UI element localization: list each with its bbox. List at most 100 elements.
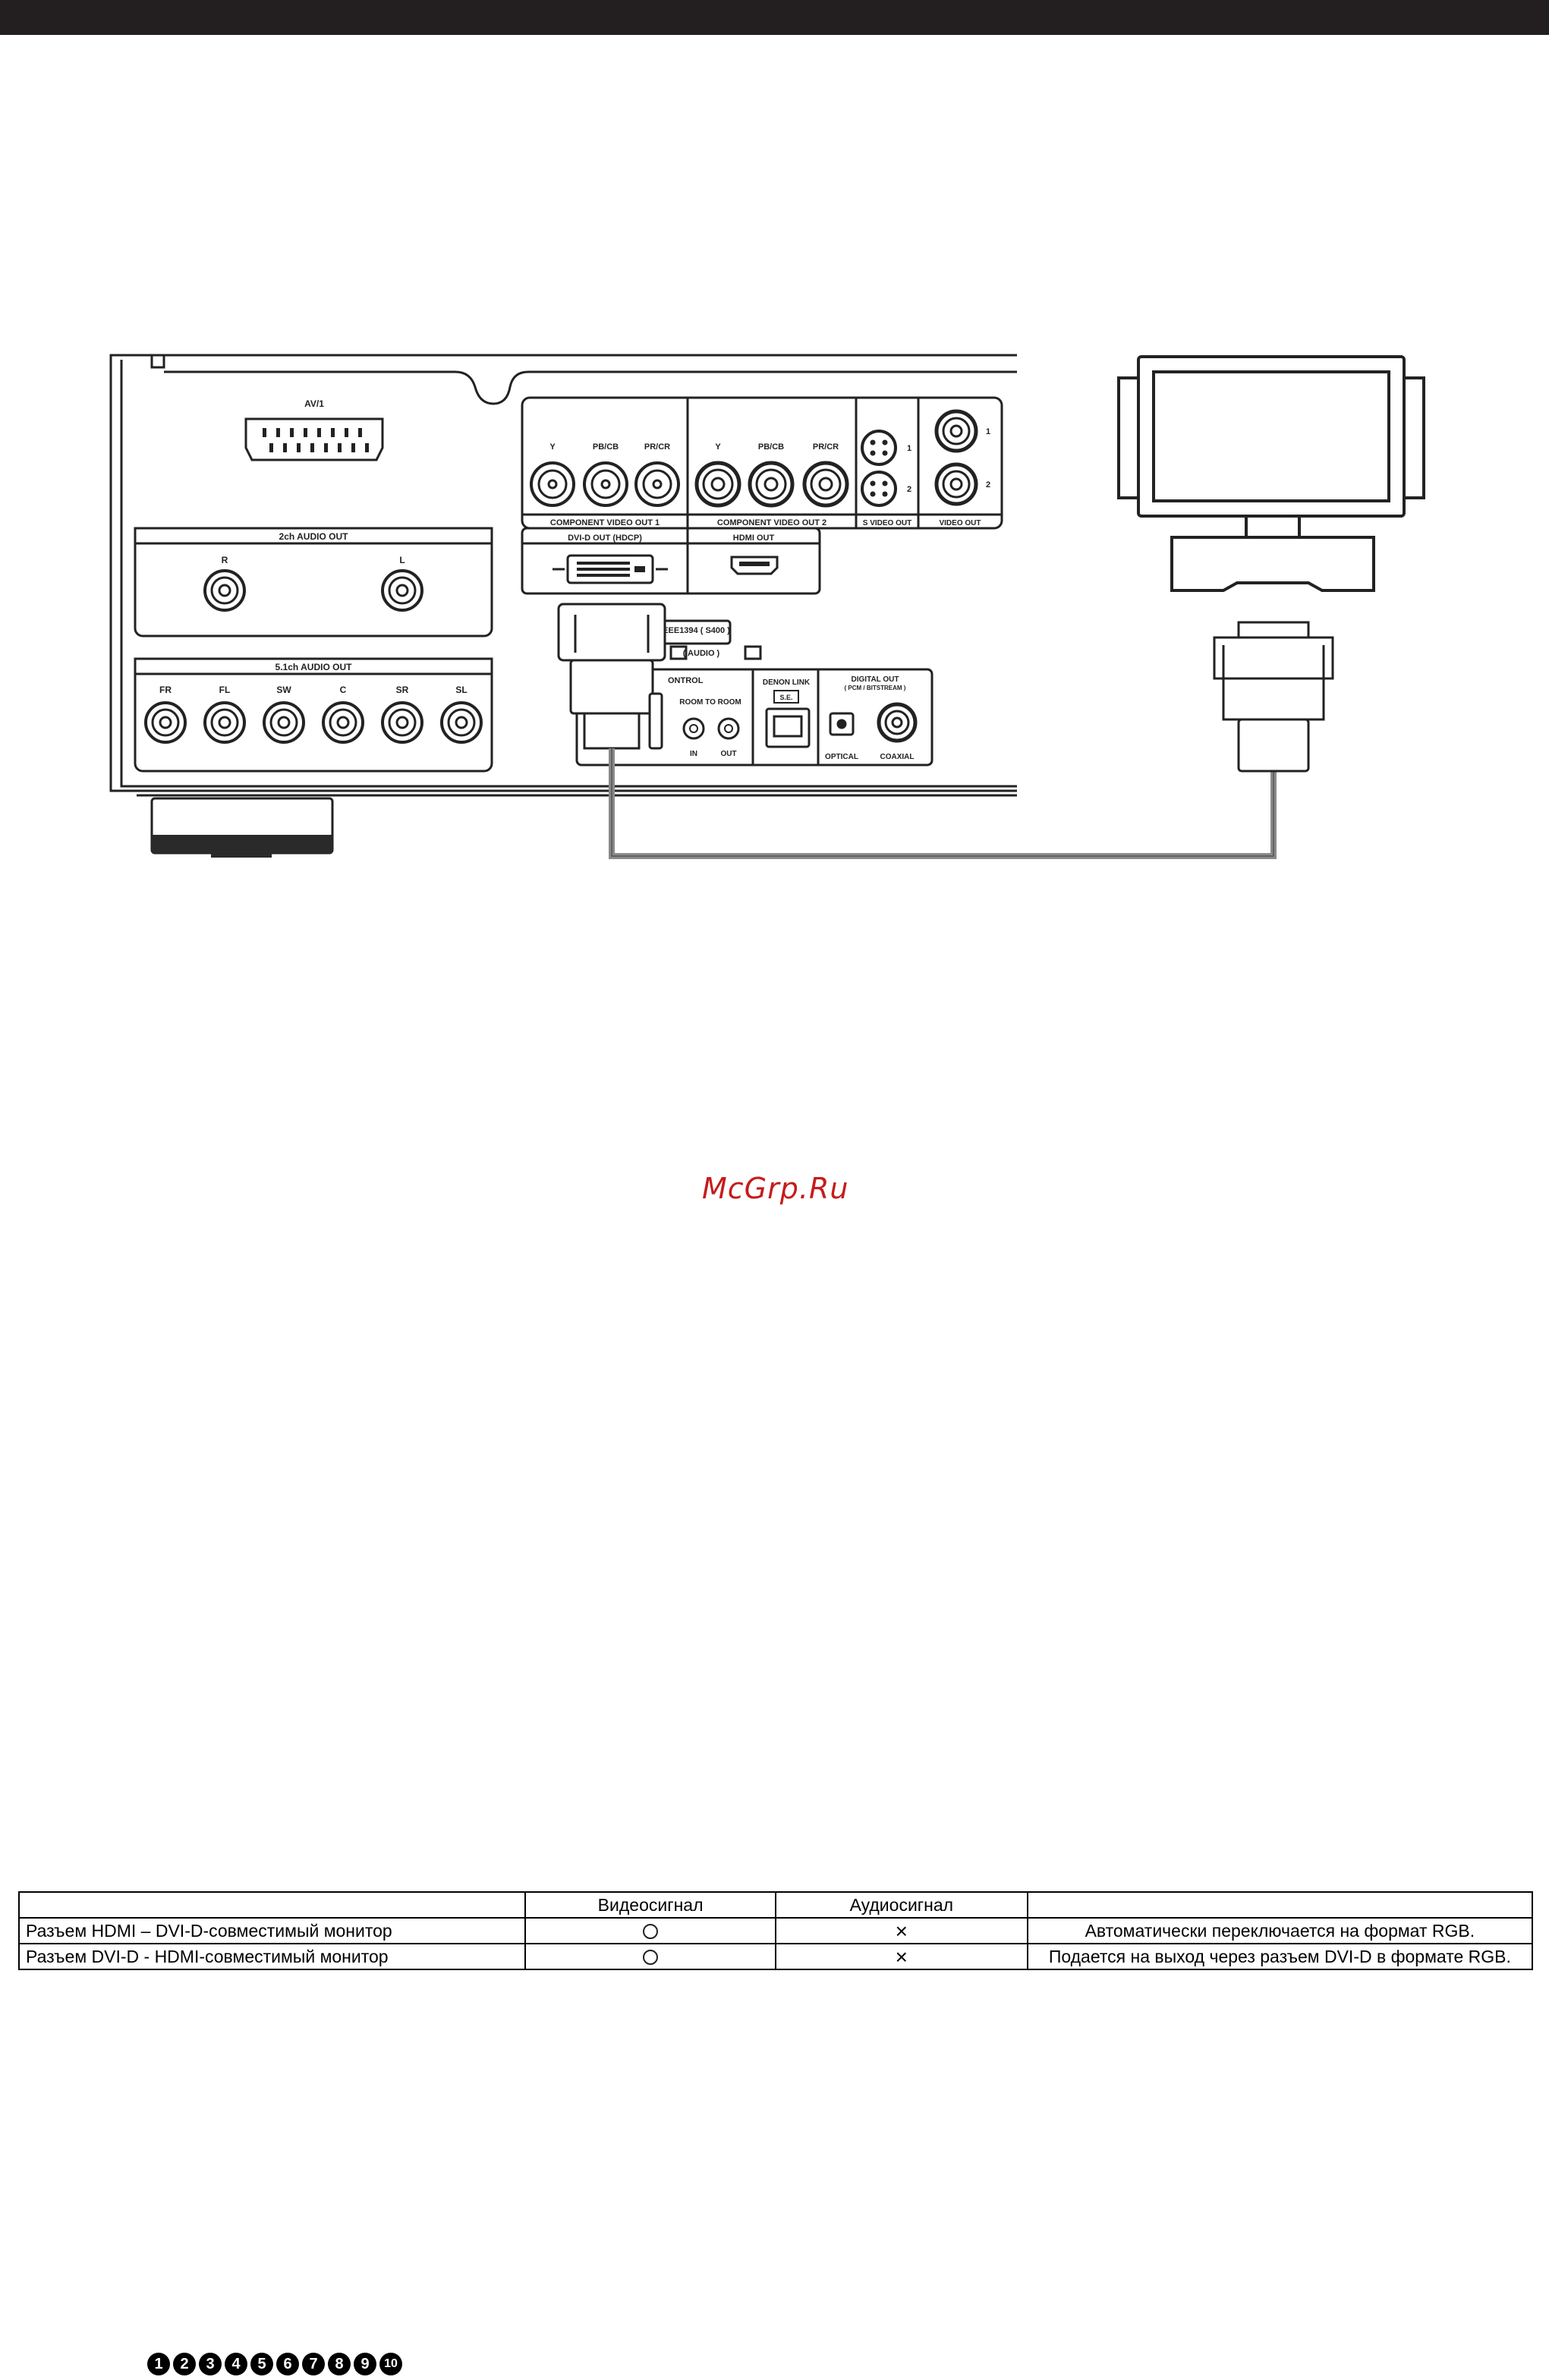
channel-label-fl: FL	[219, 685, 231, 695]
rca-jack-l	[381, 569, 423, 612]
comp2-pb-label: PB/CB	[758, 442, 784, 452]
ieee-audio-label: ( AUDIO )	[683, 649, 720, 658]
lower-connector-block: IEEE1394 ( S400 ) ( AUDIO ) ONTROL ROOM …	[575, 619, 933, 767]
svideo-jack-2	[861, 471, 897, 507]
audio-2ch-section: 2ch AUDIO OUT R L	[134, 527, 493, 638]
page-number[interactable]: 2	[173, 2353, 196, 2375]
page-number[interactable]: 10	[379, 2353, 402, 2375]
table-row: Разъем HDMI – DVI-D-совместимый монитор …	[17, 1917, 1534, 1944]
video-num-2: 2	[986, 480, 990, 490]
top-bar	[0, 0, 1549, 35]
video-num-1: 1	[986, 427, 990, 436]
rca-jack-fr	[144, 701, 187, 744]
digital-out-label: DIGITAL OUT	[852, 675, 899, 684]
table-header-video: Видеосигнал	[524, 1891, 776, 1919]
svideo-title: S VIDEO OUT	[863, 519, 911, 527]
rca-jack-y2	[694, 461, 741, 508]
video-out-title: VIDEO OUT	[939, 519, 981, 527]
channel-label-fr: FR	[159, 685, 172, 695]
room-out-label: OUT	[720, 750, 736, 758]
comp2-title: COMPONENT VIDEO OUT 2	[717, 518, 826, 527]
row-label: Разъем HDMI – DVI-D-совместимый монитор	[17, 1917, 527, 1944]
ieee-label: IEEE1394 ( S400 )	[660, 626, 730, 635]
channel-label-sw: SW	[276, 685, 291, 695]
svideo-jack-1	[861, 430, 897, 466]
circle-icon	[643, 1924, 659, 1940]
scart-connector	[244, 417, 384, 461]
room-out-jack	[717, 717, 740, 740]
coaxial-label: COAXIAL	[880, 753, 915, 761]
ieee1394-port-2	[744, 645, 762, 660]
audio-2ch-l-label: L	[399, 555, 405, 565]
video-support-mark	[524, 1943, 776, 1970]
optical-label: OPTICAL	[825, 753, 858, 761]
control-label: ONTROL	[668, 676, 704, 685]
player-rear-panel	[109, 354, 1017, 797]
rca-jack-pr2	[802, 461, 849, 508]
video-output-block: Y PB/CB PR/CR COMPONENT VIDEO OUT 1 Y PB…	[521, 396, 1003, 530]
audio-2ch-title: 2ch AUDIO OUT	[279, 531, 349, 542]
rca-jack-fl	[203, 701, 246, 744]
player-foot	[150, 797, 334, 858]
page-number-strip: 1 2 3 4 5 6 7 8 9 10	[147, 2353, 402, 2375]
audio-51ch-section: 5.1ch AUDIO OUT FR FL SW C SR SL	[134, 657, 493, 773]
rca-jack-sr	[381, 701, 423, 744]
table-header-row: Видеосигнал Аудиосигнал	[17, 1891, 1534, 1919]
room-in-label: IN	[690, 750, 697, 758]
circle-icon	[643, 1950, 659, 1966]
channel-label-sl: SL	[455, 685, 467, 695]
bnc-jack-pr1	[634, 461, 680, 507]
se-label: S.E.	[779, 694, 792, 701]
page-number[interactable]: 3	[199, 2353, 222, 2375]
row-note: Подается на выход через разъем DVI-D в ф…	[1026, 1943, 1534, 1970]
rca-jack-pb2	[748, 461, 795, 508]
audio-2ch-r-label: R	[222, 555, 228, 565]
channel-label-c: C	[340, 685, 347, 695]
dvi-label: DVI-D OUT (HDCP)	[568, 534, 642, 543]
rca-jack-sw	[263, 701, 305, 744]
comp2-y-label: Y	[715, 442, 721, 452]
page-number[interactable]: 7	[302, 2353, 325, 2375]
monitor-illustration	[1117, 355, 1425, 592]
comp1-y-label: Y	[549, 442, 556, 452]
comp1-pr-label: PR/CR	[644, 442, 670, 452]
comp2-pr-label: PR/CR	[813, 442, 839, 452]
dvi-cable	[609, 748, 1277, 859]
dvi-hdmi-block: DVI-D OUT (HDCP) HDMI OUT	[521, 527, 821, 595]
ieee1394-port-1	[669, 645, 688, 660]
rca-jack-video2	[934, 462, 978, 506]
page-number[interactable]: 5	[250, 2353, 273, 2375]
rca-jack-sl	[440, 701, 483, 744]
comp1-pb-label: PB/CB	[593, 442, 619, 452]
row-note: Автоматически переключается на формат RG…	[1026, 1917, 1534, 1944]
hdmi-port	[730, 556, 779, 575]
rca-jack-r	[203, 569, 246, 612]
page-number[interactable]: 1	[147, 2353, 170, 2375]
dvi-port	[553, 554, 668, 584]
denon-link-port	[765, 707, 811, 748]
rca-jack-video1	[934, 409, 978, 453]
compatibility-table: Видеосигнал Аудиосигнал Разъем HDMI – DV…	[17, 1891, 1534, 1970]
connection-diagram: AV/1 2ch AUDIO OUT R L 5.1ch AUDIO OUT F…	[109, 354, 1425, 859]
page-number[interactable]: 6	[276, 2353, 299, 2375]
audio-support-mark: ×	[774, 1917, 1028, 1944]
optical-port	[829, 712, 855, 736]
video-support-mark	[524, 1917, 776, 1944]
page-number[interactable]: 8	[328, 2353, 351, 2375]
hdmi-label: HDMI OUT	[733, 534, 775, 543]
room-to-room-label: ROOM TO ROOM	[679, 698, 741, 707]
dvi-plug-player	[557, 603, 666, 750]
audio-support-mark: ×	[774, 1943, 1028, 1970]
page-number[interactable]: 4	[225, 2353, 247, 2375]
room-in-jack	[682, 717, 705, 740]
digital-out-sub: ( PCM / BITSTREAM )	[845, 685, 906, 691]
coaxial-jack	[877, 702, 918, 743]
comp1-title: COMPONENT VIDEO OUT 1	[550, 518, 660, 527]
dvi-plug-monitor	[1213, 621, 1334, 773]
cross-icon: ×	[895, 1919, 908, 1944]
page-number[interactable]: 9	[354, 2353, 376, 2375]
bnc-jack-pb1	[583, 461, 628, 507]
table-row: Разъем DVI-D - HDMI-совместимый монитор …	[17, 1943, 1534, 1970]
table-header-audio: Аудиосигнал	[774, 1891, 1028, 1919]
cross-icon: ×	[895, 1945, 908, 1969]
